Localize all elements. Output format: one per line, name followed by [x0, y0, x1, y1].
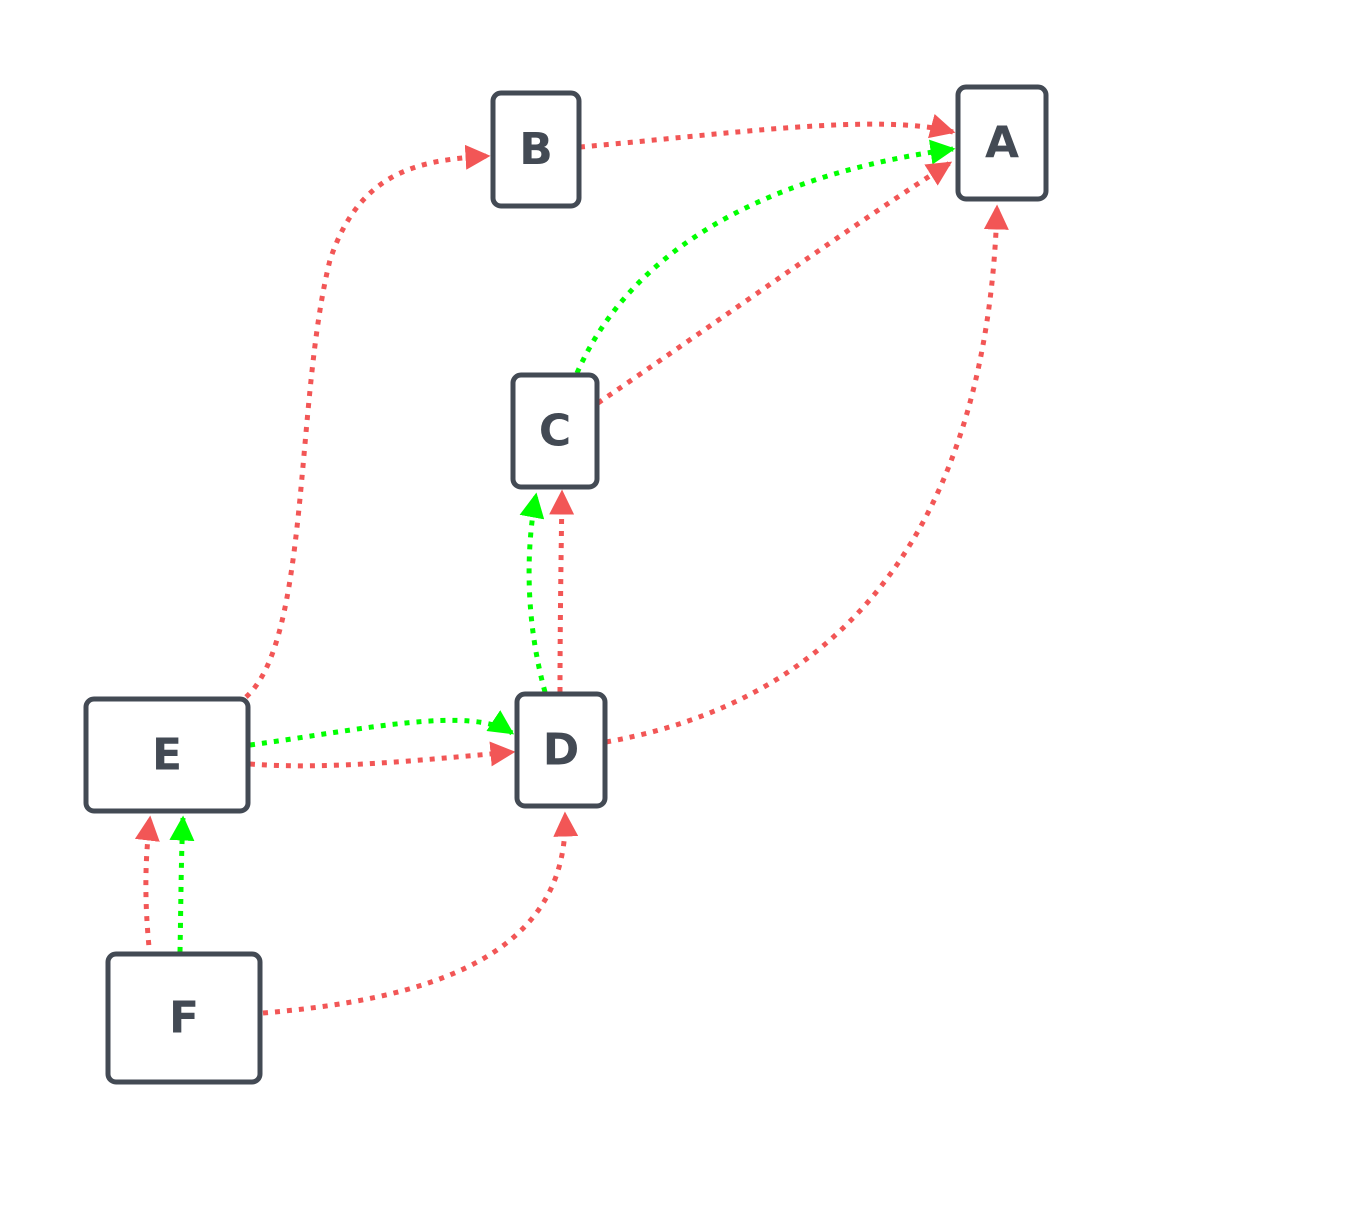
edge-e-to-d-red [249, 741, 516, 769]
node-d: D [514, 691, 608, 809]
node-c: C [510, 372, 600, 490]
edge-b-to-a-red [579, 114, 956, 150]
edge-f-to-e-red [134, 815, 160, 958]
node-d-box [514, 691, 608, 809]
edge-c-to-a-red [596, 160, 953, 406]
node-e-box [83, 696, 251, 814]
node-c-box [510, 372, 600, 490]
edge-f-to-d-red [262, 811, 579, 1016]
node-b-label: B [519, 124, 553, 175]
edge-c-to-a-green [574, 139, 956, 375]
node-b: B [490, 90, 582, 209]
edge-d-to-c-green [519, 492, 548, 693]
node-e: E [83, 696, 251, 814]
edge-d-to-a-red [605, 204, 1009, 745]
node-f-box [105, 951, 263, 1085]
edge-e-to-d-green [249, 710, 515, 748]
node-c-label: C [539, 406, 571, 457]
node-f-label: F [169, 993, 199, 1044]
node-b-box [490, 90, 582, 209]
node-a-label: A [985, 118, 1019, 169]
node-a-box [955, 84, 1049, 202]
node-a: A [955, 84, 1049, 202]
edge-f-to-e-green [169, 815, 195, 953]
node-e-label: E [152, 730, 182, 781]
edge-d-to-c-red [549, 489, 575, 693]
node-d-label: D [543, 725, 580, 776]
edge-e-to-b-red [244, 144, 491, 699]
node-f: F [105, 951, 263, 1085]
edges-layer [134, 114, 1009, 1016]
nodes-layer: A B C D E F [83, 84, 1049, 1085]
